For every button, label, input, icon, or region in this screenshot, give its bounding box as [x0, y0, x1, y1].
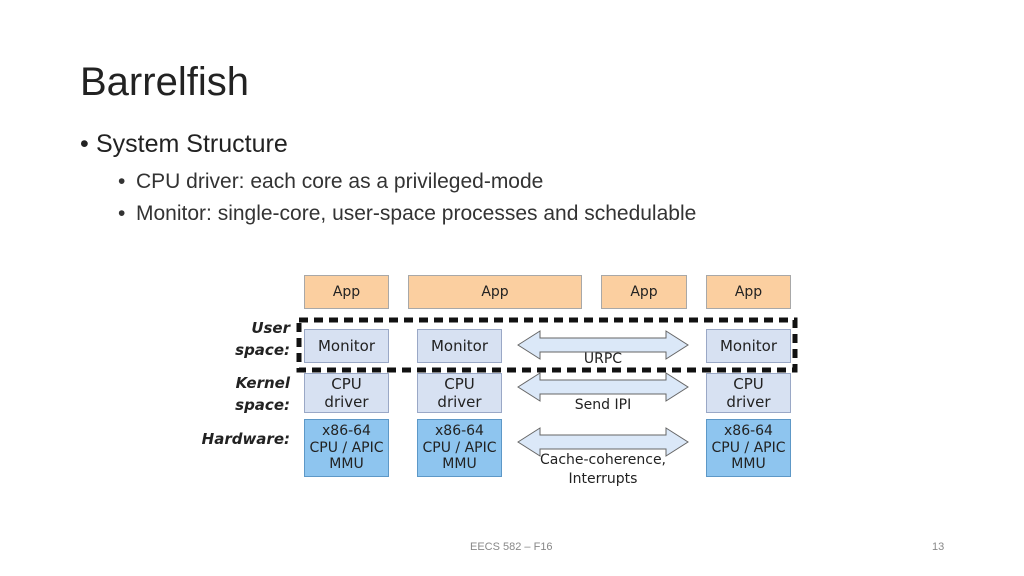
send-ipi-label: Send IPI — [574, 397, 632, 413]
monitor-box-3: Monitor — [706, 329, 791, 363]
user-space-boundary — [296, 317, 798, 373]
label-kernel-space: Kernel space: — [235, 374, 290, 414]
page-number: 13 — [932, 541, 945, 553]
bullet-system-structure: •System Structure — [80, 130, 288, 159]
bullet-dot: • — [80, 130, 89, 158]
bullet-dot: • — [118, 202, 126, 225]
subbullet-text: CPU driver: each core as a privileged-mo… — [136, 170, 544, 193]
monitor-box-2: Monitor — [417, 329, 502, 363]
bullet-dot: • — [118, 170, 126, 193]
send-ipi-arrow — [517, 372, 689, 402]
subbullet-monitor: • Monitor: single-core, user-space proces… — [118, 202, 696, 226]
cache-coherence-arrow — [517, 427, 689, 457]
app-box-4: App — [706, 275, 791, 309]
monitor-box-1: Monitor — [304, 329, 389, 363]
urpc-label: URPC — [583, 351, 623, 367]
subbullet-text: Monitor: single-core, user-space process… — [136, 202, 697, 225]
bullet-text: System Structure — [96, 130, 288, 158]
cache-coherence-label: Cache-coherence, Interrupts — [539, 452, 667, 487]
label-hardware: Hardware: — [201, 430, 290, 448]
app-box-2: App — [408, 275, 582, 309]
diagram-graphics — [296, 317, 798, 457]
subbullet-cpu-driver: • CPU driver: each core as a privileged-m… — [118, 170, 543, 194]
footer-course: EECS 582 – F16 — [470, 541, 553, 553]
barrelfish-structure-diagram: User space: Kernel space: Hardware: App … — [200, 265, 810, 495]
label-user-space: User space: — [235, 319, 290, 359]
app-box-3: App — [601, 275, 687, 309]
app-box-1: App — [304, 275, 389, 309]
urpc-arrow — [517, 330, 689, 360]
slide-title: Barrelfish — [80, 60, 249, 104]
